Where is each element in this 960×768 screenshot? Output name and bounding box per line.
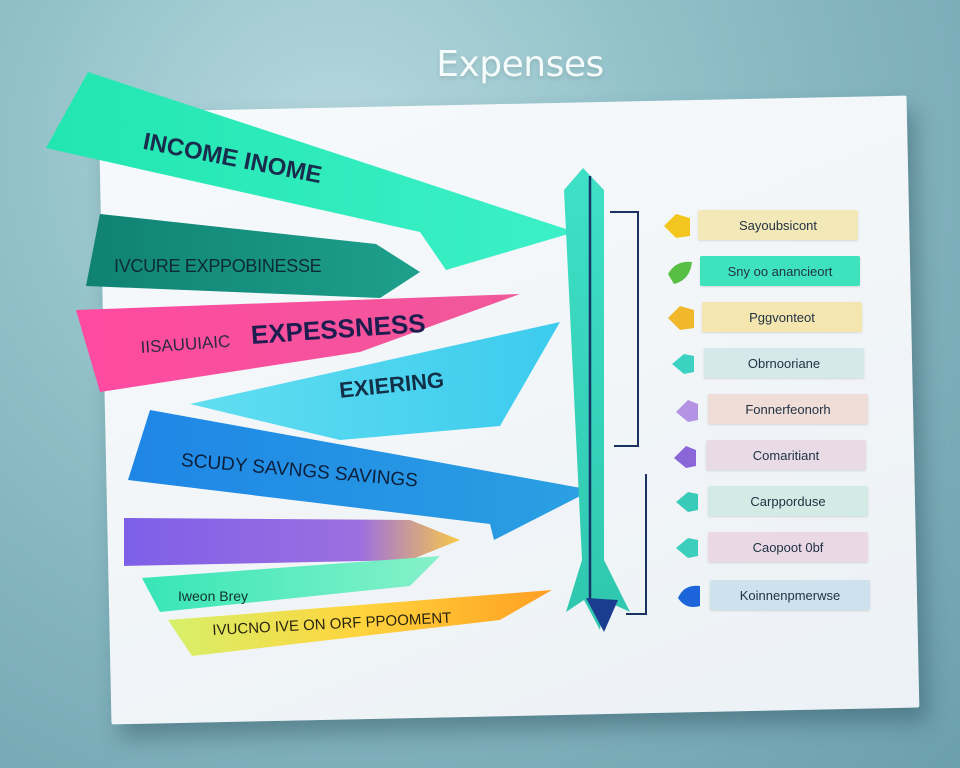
bracket-top	[610, 211, 639, 447]
list-item-label: Sayoubsicont	[698, 210, 858, 240]
income-arrow	[46, 72, 575, 270]
list-item-label: Carpporduse	[708, 486, 868, 516]
leaf-icon	[668, 261, 692, 284]
income-expense-label: IVCURE EXPPOBINESSE	[114, 256, 322, 276]
expenses-arrow	[76, 294, 520, 392]
arrow-icon	[676, 538, 698, 558]
list-item-label: Obrnooriane	[704, 348, 864, 378]
flower-icon	[676, 400, 698, 422]
arrow-icon	[672, 354, 694, 374]
mint-label: Iweon Brey	[178, 588, 249, 604]
entering-arrow	[190, 322, 560, 440]
page-title: Expenses	[436, 44, 604, 85]
list-item-label: Comaritiant	[706, 440, 866, 470]
list-item-label: Fonnerfeonorh	[708, 394, 868, 424]
list-item-label: Sny oo anancieort	[700, 256, 860, 286]
savings-arrow	[128, 410, 592, 540]
tag-icon	[664, 214, 690, 238]
list-item-label: Koinnenpmerwse	[710, 580, 870, 610]
bracket-bottom	[626, 474, 647, 615]
tag-icon	[668, 306, 694, 330]
list-item-label: Caopoot 0bf	[708, 532, 868, 562]
purple-pencil	[124, 518, 460, 566]
spine-arrow	[564, 168, 630, 630]
spine-tip	[586, 598, 618, 632]
drop-icon	[678, 585, 700, 607]
mint-arrow	[142, 556, 440, 612]
arrow-icon	[676, 492, 698, 512]
list-item-label: Pggvonteot	[702, 302, 862, 332]
payment-arrow	[168, 590, 552, 656]
bell-icon	[674, 446, 696, 468]
income-expense-arrow	[86, 214, 420, 298]
